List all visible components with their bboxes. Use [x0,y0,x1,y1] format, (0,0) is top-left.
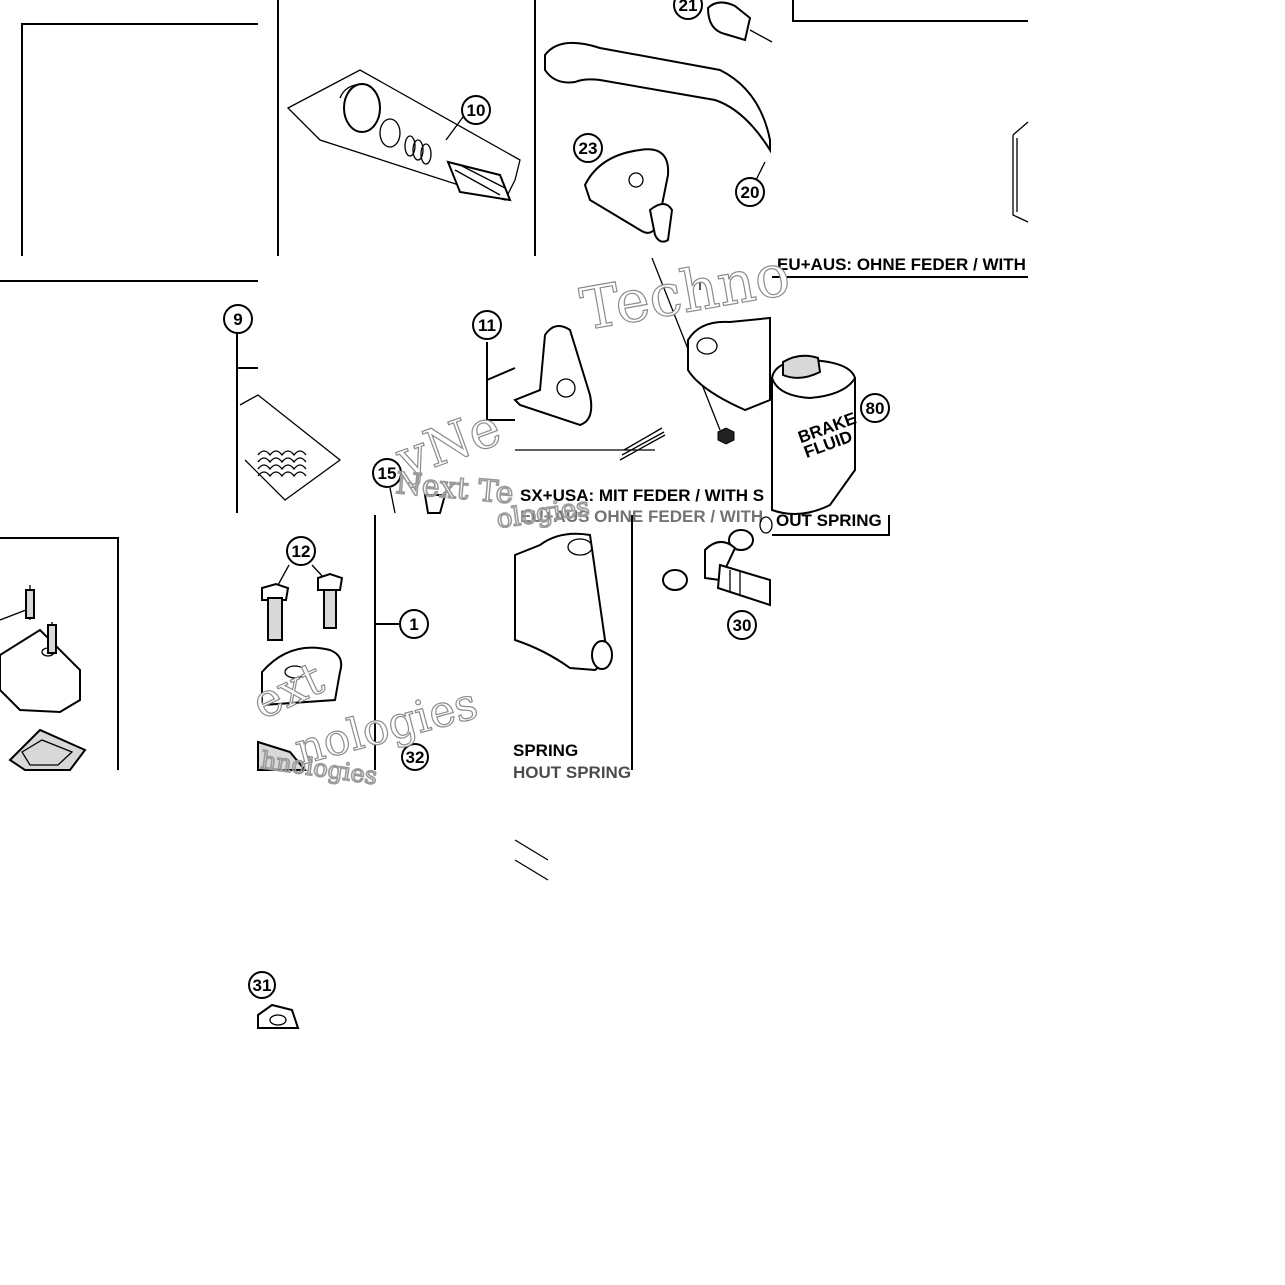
note-sx-usa: SX+USA: MIT FEDER / WITH S [520,486,764,505]
note-eu-aus-mid: EU+AUS OHNE FEDER / WITH [520,507,763,526]
lever-clamp-group [513,257,771,461]
callout-20: 20 [735,177,765,207]
callout-30: 30 [727,610,757,640]
svg-text:12: 12 [292,542,311,561]
callout-23: 23 [573,133,603,163]
adjuster-group [389,342,516,514]
note-without-spring: OUT SPRING [776,511,882,530]
svg-text:15: 15 [378,464,397,483]
callout-12: 12 [286,536,316,566]
svg-text:21: 21 [679,0,698,15]
callouts: 10 21 23 20 9 11 15 80 [223,0,890,999]
spring-group [237,367,342,501]
tile-frames [0,0,1028,770]
svg-text:30: 30 [733,616,752,635]
svg-text:11: 11 [478,316,496,335]
piston-kit-group [286,69,521,202]
callout-15: 15 [372,458,402,488]
callout-1: 1 [399,609,429,639]
reservoir-cover-group [0,585,87,771]
callout-32: 32 [401,743,429,771]
svg-text:23: 23 [579,139,598,158]
svg-text:31: 31 [253,976,272,995]
lever-group [544,1,773,243]
callout-21: 21 [673,0,703,20]
svg-text:9: 9 [233,310,242,329]
notes: EU+AUS: OHNE FEDER / WITH SX+USA: MIT FE… [513,255,1026,782]
note-without-spring-low: HOUT SPRING [513,763,631,782]
reservoir-edge [1012,121,1029,223]
svg-text:80: 80 [866,399,885,418]
callout-80: 80 [860,393,890,423]
brake-fluid-can: BRAKE FLUID [770,354,859,515]
note-spring: SPRING [513,741,578,760]
svg-text:1: 1 [409,615,418,634]
callout-31: 31 [248,971,276,999]
svg-text:10: 10 [467,101,486,120]
clamp-group [257,564,400,771]
svg-text:20: 20 [741,183,760,202]
callout-11: 11 [472,310,502,340]
master-cylinder-group [514,516,773,672]
note-eu-aus-top: EU+AUS: OHNE FEDER / WITH [777,255,1026,274]
lower-fragments [257,839,549,1029]
callout-10: 10 [461,95,491,125]
svg-text:32: 32 [406,748,425,767]
callout-9: 9 [223,304,253,334]
